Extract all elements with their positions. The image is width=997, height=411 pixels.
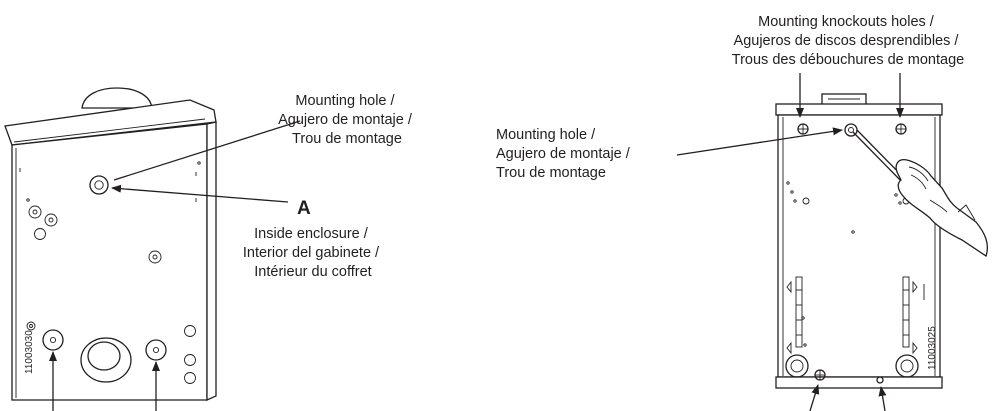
left-figure-code: 11003030 bbox=[24, 330, 35, 374]
right-figure-code: 11003025 bbox=[927, 326, 938, 370]
conduit-hub-icon bbox=[785, 354, 919, 378]
screwdriver-hand-icon bbox=[852, 129, 989, 258]
bottom-knockout-arrow bbox=[809, 384, 820, 411]
inside-enclosure-arrow bbox=[111, 184, 289, 203]
knockout-icon bbox=[26, 205, 196, 384]
bottom-hole-icon bbox=[42, 329, 167, 361]
mounting-hole-arrow bbox=[676, 127, 843, 156]
right-enclosure-drawing bbox=[775, 93, 943, 389]
callout-a-letter: A bbox=[297, 198, 311, 219]
right-mounting-hole-label: Mounting hole / Agujero de montaje / Tro… bbox=[496, 127, 634, 181]
knockouts-label: Mounting knockouts holes / Agujeros de d… bbox=[732, 14, 964, 68]
left-mounting-hole-label: Mounting hole / Agujero de montaje / Tro… bbox=[278, 93, 416, 147]
knockout-screw-icon bbox=[797, 123, 907, 135]
bottom-knockout-arrow bbox=[878, 386, 887, 411]
left-enclosure-drawing bbox=[4, 87, 217, 402]
mounting-hole-icon bbox=[89, 175, 109, 195]
inside-enclosure-label: Inside enclosure / Interior del gabinete… bbox=[243, 226, 383, 280]
mounting-hole-leader bbox=[113, 120, 301, 181]
knockout-screw-icon bbox=[814, 369, 884, 384]
conduit-hub-icon bbox=[80, 337, 132, 383]
